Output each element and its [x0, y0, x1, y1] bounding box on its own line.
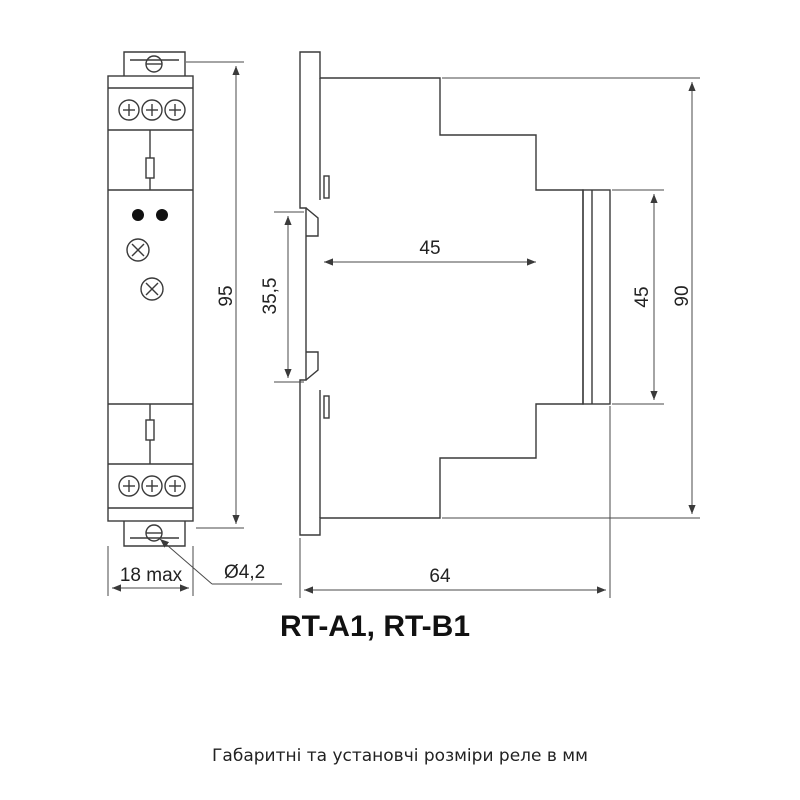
dim-35-5: 35,5	[260, 211, 304, 383]
top-clip	[123, 51, 186, 76]
dim-hole-diameter: Ø4,2	[159, 538, 282, 585]
front-view	[107, 51, 194, 547]
dim-hole-label: Ø4,2	[224, 562, 265, 583]
front-face-block	[582, 189, 611, 405]
model-title: RT-A1, RT-B1	[0, 610, 800, 644]
led-indicator	[132, 209, 144, 221]
dim-95: 95	[186, 61, 244, 529]
led-indicator	[156, 209, 168, 221]
dim-90-label: 90	[672, 285, 693, 306]
dim-18-max: 18 max	[107, 546, 194, 596]
upper-terminal-screws	[118, 99, 186, 121]
dim-95-label: 95	[216, 285, 237, 306]
side-view	[299, 51, 611, 536]
dim-35-5-label: 35,5	[260, 278, 281, 315]
adjustment-knob	[126, 238, 150, 262]
dim-18-label: 18 max	[120, 565, 183, 586]
side-profile	[299, 51, 584, 536]
dim-45-front: 45	[612, 189, 664, 405]
dim-90: 90	[442, 77, 700, 519]
dim-64: 64	[299, 406, 611, 598]
figure-caption: Габаритні та установчі розміри реле в мм	[212, 746, 588, 766]
bottom-clip	[123, 521, 186, 547]
front-body	[107, 75, 194, 522]
dim-64-label: 64	[429, 566, 451, 587]
dim-45-front-label: 45	[632, 286, 653, 307]
dim-45-depth-label: 45	[419, 238, 440, 259]
dim-45-depth: 45	[324, 238, 536, 266]
adjustment-knob	[140, 277, 164, 301]
lower-terminal-screws	[118, 475, 186, 497]
model-title-text: RT-A1, RT-B1	[279, 610, 471, 643]
